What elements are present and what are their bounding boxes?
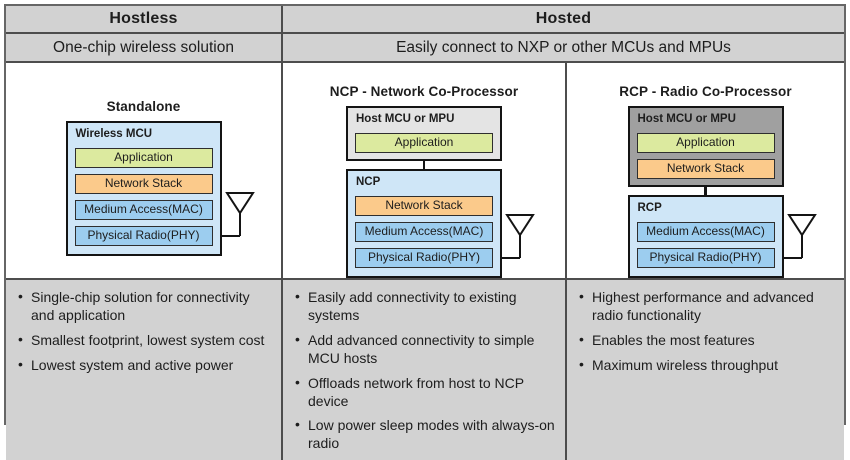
host-to-rcp-connector	[704, 187, 707, 195]
subtitle-cell-hosted: Easily connect to NXP or other MCUs and …	[283, 34, 844, 63]
wireless-mcu-label: Wireless MCU	[75, 128, 153, 140]
subtitle-cell-hostless: One-chip wireless solution	[6, 34, 283, 63]
host-mcu-label: Host MCU or MPU	[637, 113, 736, 125]
diagram-standalone: Standalone Wireless MCU Application Netw…	[6, 63, 283, 280]
bullet-item: Smallest footprint, lowest system cost	[16, 331, 275, 350]
hostless-label: Hostless	[109, 10, 178, 27]
page: { "palette": { "header_bg": "#d2d2d2", "…	[0, 0, 850, 429]
bullets-rcp: Highest performance and advanced radio f…	[567, 280, 844, 460]
antenna-icon	[500, 214, 535, 259]
bullet-item: Easily add connectivity to existing syst…	[293, 288, 559, 325]
rcp-host-stack-wrap: Host MCU or MPU Application Network Stac…	[627, 106, 784, 187]
rcp-label: RCP	[637, 202, 662, 214]
layer-physical-radio-phy: Physical Radio(PHY)	[636, 248, 775, 268]
bullet-item: Offloads network from host to NCP device	[293, 374, 559, 411]
layer-application: Application	[74, 148, 213, 168]
bullet-list: Single-chip solution for connectivity an…	[16, 288, 275, 375]
bullet-item: Low power sleep modes with always-on rad…	[293, 416, 559, 453]
layer-application: Application	[636, 133, 775, 153]
layer-medium-access-mac: Medium Access(MAC)	[355, 222, 493, 242]
diagram-title-ncp: NCP - Network Co-Processor	[329, 84, 519, 99]
host-to-ncp-connector	[422, 161, 426, 169]
layer-medium-access-mac: Medium Access(MAC)	[636, 222, 775, 242]
bullet-item: Highest performance and advanced radio f…	[577, 288, 838, 325]
bullet-item: Single-chip solution for connectivity an…	[16, 288, 275, 325]
bullet-item: Enables the most features	[577, 331, 838, 350]
layer-physical-radio-phy: Physical Radio(PHY)	[355, 248, 493, 268]
bullet-list: Easily add connectivity to existing syst…	[293, 288, 559, 453]
bullet-list: Highest performance and advanced radio f…	[577, 288, 838, 375]
ncp-box: NCP Network Stack Medium Access(MAC) Phy…	[346, 169, 502, 278]
layer-network-stack: Network Stack	[636, 159, 775, 179]
bullets-standalone: Single-chip solution for connectivity an…	[6, 280, 283, 460]
ncp-label: NCP	[356, 176, 381, 188]
layer-network-stack: Network Stack	[74, 174, 213, 194]
comparison-table: Hostless Hosted One-chip wireless soluti…	[4, 4, 846, 460]
layer-network-stack: Network Stack	[355, 196, 493, 216]
bullet-item: Add advanced connectivity to simple MCU …	[293, 331, 559, 368]
antenna-icon	[219, 192, 255, 237]
diagram-title-standalone: Standalone	[106, 99, 181, 114]
bullet-item: Lowest system and active power	[16, 356, 275, 375]
ncp-stack-wrap: NCP Network Stack Medium Access(MAC) Phy…	[346, 169, 535, 278]
antenna-icon	[781, 214, 817, 259]
host-mcu-box: Host MCU or MPU Application	[346, 106, 502, 161]
rcp-box: RCP Medium Access(MAC) Physical Radio(PH…	[627, 195, 784, 278]
rcp-stack-wrap: RCP Medium Access(MAC) Physical Radio(PH…	[627, 195, 817, 278]
bullets-ncp: Easily add connectivity to existing syst…	[283, 280, 567, 460]
header-cell-hostless: Hostless	[6, 6, 283, 34]
hosted-label: Hosted	[535, 10, 592, 27]
diagram-ncp: NCP - Network Co-Processor Host MCU or M…	[283, 63, 567, 280]
diagram-rcp: RCP - Radio Co-Processor Host MCU or MPU…	[567, 63, 844, 280]
layer-physical-radio-phy: Physical Radio(PHY)	[74, 226, 213, 246]
bullet-item: Maximum wireless throughput	[577, 356, 838, 375]
host-mcu-label: Host MCU or MPU	[356, 113, 455, 125]
hostless-subtitle: One-chip wireless solution	[53, 38, 234, 56]
wireless-mcu-box: Wireless MCU Application Network Stack M…	[65, 121, 222, 256]
hosted-subtitle: Easily connect to NXP or other MCUs and …	[396, 38, 731, 56]
ncp-host-stack-wrap: Host MCU or MPU Application	[346, 106, 502, 161]
layer-medium-access-mac: Medium Access(MAC)	[74, 200, 213, 220]
diagram-title-rcp: RCP - Radio Co-Processor	[619, 84, 792, 99]
standalone-stack-wrap: Wireless MCU Application Network Stack M…	[65, 121, 255, 256]
header-cell-hosted: Hosted	[283, 6, 844, 34]
layer-application: Application	[355, 133, 493, 153]
host-mcu-box: Host MCU or MPU Application Network Stac…	[627, 106, 784, 187]
